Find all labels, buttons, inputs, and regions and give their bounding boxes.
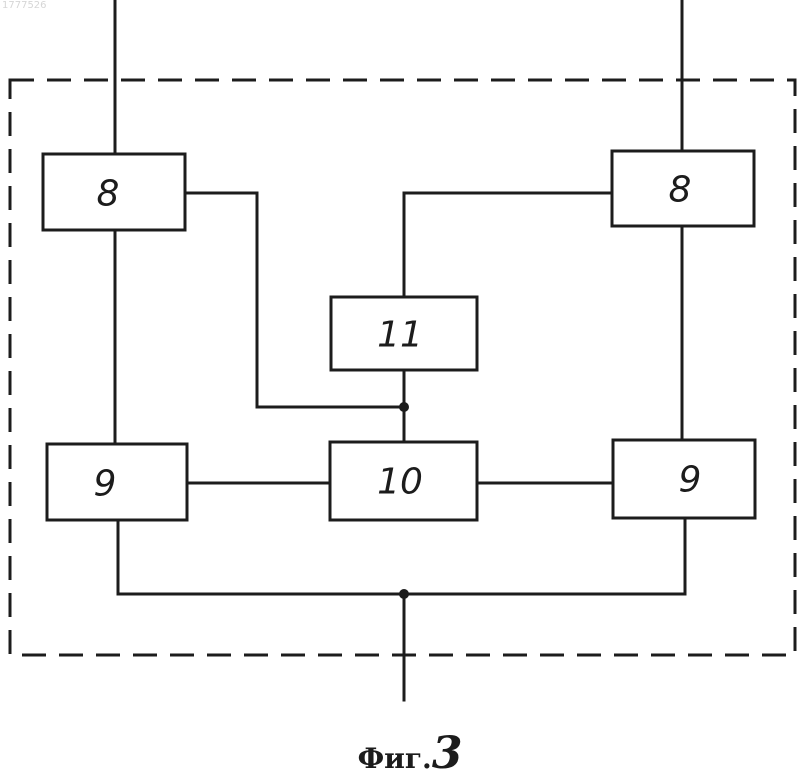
block-8-right-label: 8 <box>669 170 692 211</box>
block-8-left: 8 <box>43 154 185 230</box>
block-10-label: 10 <box>377 462 423 503</box>
block-9-right-label: 9 <box>679 460 702 501</box>
block-11: 11 <box>331 297 477 370</box>
caption-prefix: Фиг. <box>358 742 432 775</box>
block-8-right: 8 <box>612 151 754 226</box>
block-9-right: 9 <box>613 440 755 518</box>
block-9-left: 9 <box>47 444 187 520</box>
block-11-label: 11 <box>377 315 423 356</box>
junction-dot-bottom <box>399 589 409 599</box>
junction-dot-center <box>399 402 409 412</box>
block-10: 10 <box>330 442 477 520</box>
caption-number: 3 <box>432 728 463 779</box>
block-8-left-label: 8 <box>97 174 120 215</box>
figure-caption: Фиг.3 <box>340 728 480 779</box>
wire-8right-to-11 <box>404 193 612 297</box>
wire-bottom-bus <box>118 518 685 594</box>
block-9-left-label: 9 <box>94 464 117 505</box>
